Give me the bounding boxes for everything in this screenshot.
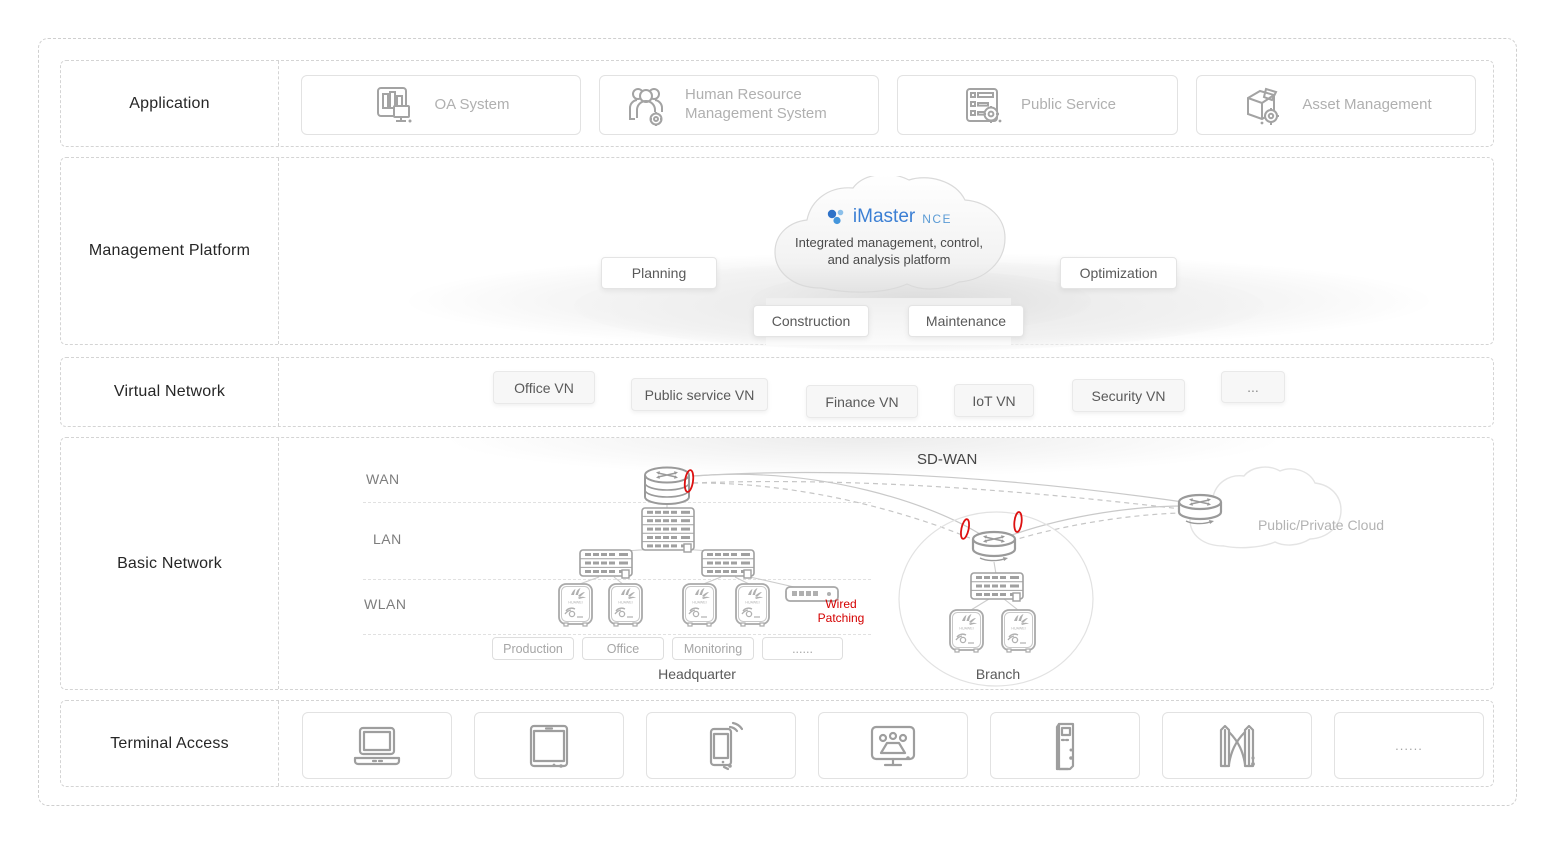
- access-point-icon: [682, 583, 717, 627]
- terminal-card-meeting-room[interactable]: [818, 712, 968, 779]
- sdwan-tunnel-markers: [683, 469, 1023, 540]
- monitoring-zone-button[interactable]: Monitoring: [672, 637, 754, 660]
- terminal-card-kiosk[interactable]: [990, 712, 1140, 779]
- wlan-bottom-separator: [363, 634, 871, 635]
- access-point-icon: [1001, 609, 1036, 653]
- terminal-card-turnstile-gate[interactable]: [1162, 712, 1312, 779]
- layer-management-platform: Management Platform: [60, 157, 1494, 351]
- wired-patching-label: Wired Patching: [817, 597, 865, 625]
- imaster-nce-cloud: iMaster NCE Integrated management, contr…: [769, 176, 1009, 294]
- branch-boundary-ellipse: [898, 511, 1094, 687]
- card-asset-management[interactable]: Asset Management: [1196, 75, 1476, 135]
- layer-label-management: Management Platform: [61, 158, 279, 344]
- wired-patch-panel-icon: [785, 586, 839, 602]
- laptop-icon: [353, 726, 401, 765]
- iot-vn-button[interactable]: IoT VN: [954, 384, 1034, 417]
- branch-links: [970, 561, 1019, 611]
- security-vn-button[interactable]: Security VN: [1072, 379, 1185, 412]
- card-label: OA System: [434, 95, 510, 113]
- branch-label: Branch: [975, 666, 1021, 682]
- card-oa-system[interactable]: OA System: [301, 75, 581, 135]
- sdwan-label: SD-WAN: [917, 451, 978, 468]
- tablet-icon: [529, 724, 569, 768]
- construction-button[interactable]: Construction: [753, 305, 869, 337]
- layer-label-virtual-network: Virtual Network: [61, 358, 279, 426]
- more-zone-button[interactable]: ......: [762, 637, 843, 660]
- network-topology-canvas: HUAWEI: [558, 466, 1342, 687]
- card-label: Human Resource Management System: [685, 86, 827, 122]
- planning-button[interactable]: Planning: [601, 257, 717, 289]
- oa-system-icon: [372, 82, 418, 128]
- layer-terminal-access: Terminal Access: [60, 700, 1494, 787]
- wan-router-icon: [645, 468, 689, 505]
- access-point-icon: [735, 583, 770, 627]
- wlan-band-label: WLAN: [364, 596, 407, 612]
- finance-vn-button[interactable]: Finance VN: [806, 385, 918, 418]
- lan-band-label: LAN: [373, 531, 402, 547]
- maintenance-button[interactable]: Maintenance: [908, 305, 1024, 337]
- wan-lan-separator: [363, 502, 871, 503]
- layer-application: Application OA System Human Resource Man…: [60, 60, 1494, 147]
- more-vn-button[interactable]: ...: [1221, 371, 1285, 403]
- layer-basic-network: Basic Network WAN LAN WLAN: [60, 437, 1495, 690]
- card-label: Public Service: [1020, 95, 1117, 113]
- video-conference-icon: [870, 725, 916, 766]
- public-private-cloud-label: Public/Private Cloud: [1257, 517, 1385, 533]
- asset-box-gear-icon: [1240, 82, 1286, 128]
- branch-switch-icon: [971, 573, 1023, 601]
- card-hr-management[interactable]: Human Resource Management System: [599, 75, 879, 135]
- diagram-outer-frame: [38, 38, 1517, 806]
- imaster-brand-text: iMaster: [852, 206, 916, 227]
- card-public-service[interactable]: Public Service: [897, 75, 1178, 135]
- access-switch-left-icon: [580, 550, 632, 578]
- cloud-description-line2: and analysis platform: [827, 251, 951, 267]
- layer-label-application: Application: [61, 61, 279, 146]
- terminal-card-smartphone[interactable]: [646, 712, 796, 779]
- access-switch-right-icon: [702, 550, 754, 578]
- office-vn-button[interactable]: Office VN: [493, 371, 595, 404]
- kiosk-icon: [1055, 722, 1075, 770]
- layer-label-basic-network: Basic Network: [61, 438, 279, 689]
- access-point-icon: [558, 583, 593, 627]
- turnstile-gate-icon: [1219, 724, 1255, 767]
- access-point-icon: [608, 583, 643, 627]
- access-point-icon: [949, 609, 984, 653]
- public-service-vn-button[interactable]: Public service VN: [631, 378, 768, 411]
- smartphone-wifi-icon: [709, 721, 743, 770]
- public-service-checklist-gear-icon: [959, 82, 1005, 128]
- terminal-more-label: ......: [1395, 738, 1423, 753]
- nce-suffix-text: NCE: [922, 212, 953, 226]
- terminal-card-more[interactable]: ......: [1334, 712, 1484, 779]
- wan-band-label: WAN: [366, 471, 400, 487]
- card-label: Asset Management: [1302, 95, 1432, 113]
- production-zone-button[interactable]: Production: [492, 637, 574, 660]
- core-switch-icon: [642, 508, 694, 552]
- imaster-pinwheel-icon: [827, 209, 844, 225]
- headquarter-label: Headquarter: [658, 666, 736, 682]
- layer-virtual-network: Virtual Network Office VN Public service…: [60, 357, 1494, 427]
- terminal-card-laptop[interactable]: [302, 712, 452, 779]
- cloud-description-line1: Integrated management, control,: [795, 235, 983, 250]
- cloud-shape: [774, 176, 1006, 293]
- sdwan-links: [692, 471, 1184, 543]
- layer-label-terminal-access: Terminal Access: [61, 701, 279, 786]
- hr-people-gear-icon: [623, 82, 669, 128]
- terminal-card-tablet[interactable]: [474, 712, 624, 779]
- office-zone-button[interactable]: Office: [582, 637, 664, 660]
- optimization-button[interactable]: Optimization: [1060, 257, 1177, 289]
